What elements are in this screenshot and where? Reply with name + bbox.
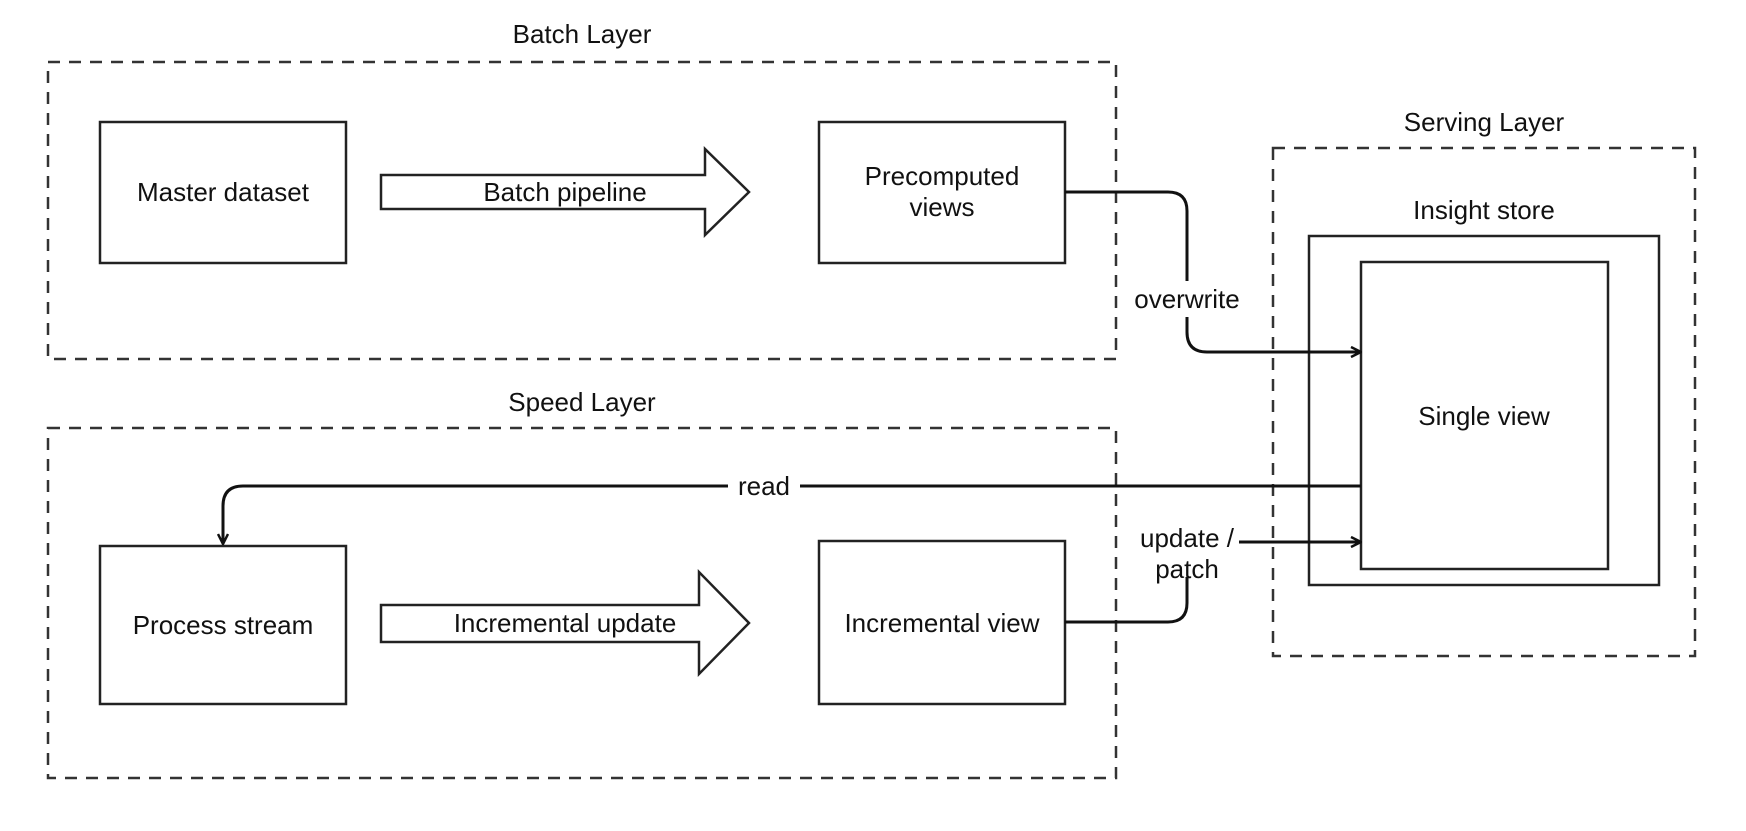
incremental-view-label: Incremental view [844, 608, 1039, 638]
overwrite-connector [1065, 190, 1361, 352]
process-stream-box [98, 544, 348, 706]
batch-layer-container [46, 60, 1118, 361]
read-connector [223, 484, 1361, 544]
master-dataset-box [98, 120, 348, 265]
precomputed-views-label-line1: Precomputed [865, 161, 1020, 191]
batch-layer-title: Batch Layer [513, 19, 652, 49]
batch-pipeline-label: Batch pipeline [483, 177, 646, 207]
serving-layer-container [1271, 146, 1697, 658]
read-label-bg [728, 470, 800, 504]
incremental-update-label: Incremental update [454, 608, 677, 638]
speed-layer-title: Speed Layer [508, 387, 656, 417]
serving-layer-title: Serving Layer [1404, 107, 1565, 137]
batch-pipeline-arrow [379, 146, 751, 238]
master-dataset-label: Master dataset [137, 177, 310, 207]
speed-layer-container [46, 426, 1118, 780]
overwrite-label-bg [1127, 281, 1247, 317]
update-patch-label-line2: patch [1155, 554, 1219, 584]
process-stream-label: Process stream [133, 610, 314, 640]
single-view-label: Single view [1418, 401, 1550, 431]
incremental-update-arrow [379, 568, 751, 678]
precomputed-views-box [817, 120, 1067, 265]
single-view-box [1359, 260, 1610, 571]
insight-store-label: Insight store [1413, 195, 1555, 225]
precomputed-views-label-line2: views [909, 192, 974, 222]
update-patch-label-line1: update / [1140, 523, 1235, 553]
update-patch-connector-lower [1065, 577, 1189, 624]
read-label: read [738, 471, 790, 501]
overwrite-label: overwrite [1134, 284, 1239, 314]
